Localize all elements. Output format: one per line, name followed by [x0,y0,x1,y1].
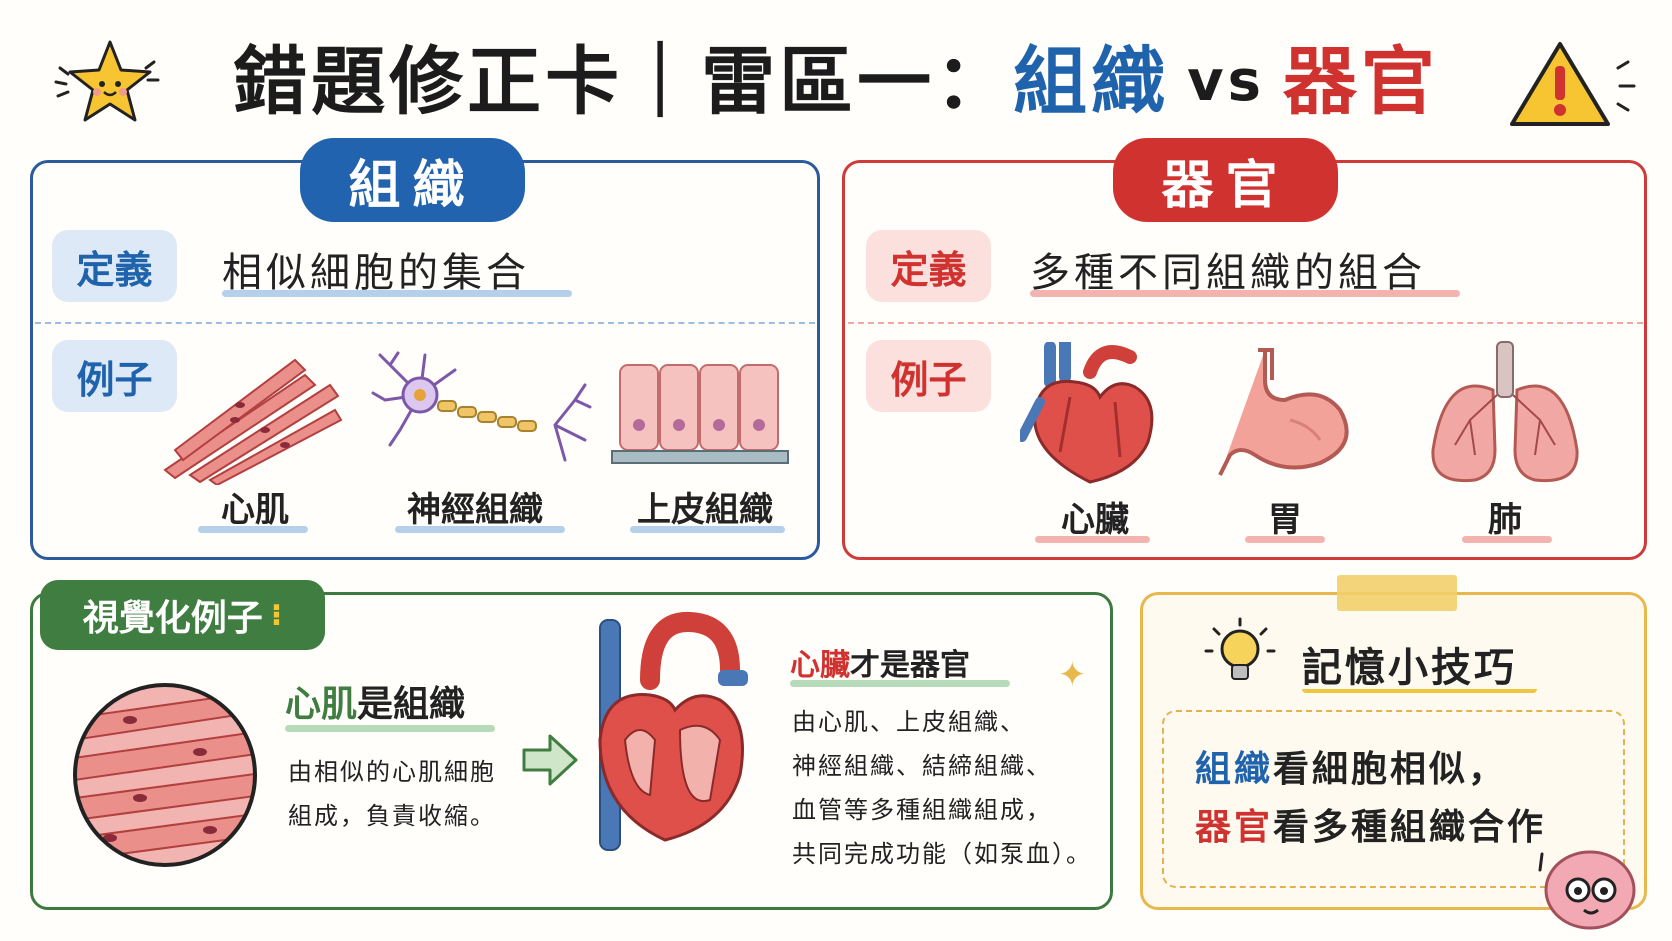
tip-line-1-highlight: 組織 [1195,749,1274,790]
heart-cross-section-icon [580,610,755,860]
tissue-example-underline-3 [630,526,785,533]
brain-mascot-icon [1530,840,1640,936]
tissue-definition: 相似細胞的集合 [222,250,530,296]
stomach-icon [1210,345,1360,485]
memory-tip-line-2: 器官看多種組織合作 [1195,798,1546,850]
organ-example-tag: 例子 [866,340,991,412]
tip-line-2-rest: 看多種組織合作 [1273,807,1547,848]
tissue-example-label-2: 神經組織 [407,490,543,530]
heart-desc-line-3: 血管等多種組織組成， [792,796,1052,824]
muscle-desc-line-2: 組成，負責收縮。 [288,802,496,830]
heart-desc-line-2: 神經組織、結締組織、 [792,752,1052,780]
heart-title-highlight: 心臟 [790,648,850,683]
title-vs: vs [1187,49,1265,114]
organ-example-label-3: 肺 [1488,500,1522,540]
tip-line-1-rest: 看細胞相似， [1273,749,1508,790]
muscle-title-underline [285,725,495,732]
organ-example-underline-1 [1035,536,1150,543]
muscle-title-highlight: 心肌 [285,684,358,725]
tissue-divider [35,322,815,324]
tissue-example-underline-1 [198,526,308,533]
organ-header: 器官 [1113,138,1338,222]
muscle-title-rest: 是組織 [357,684,466,725]
heart-description: 由心肌、上皮組織、 神經組織、結締組織、 血管等多種組織組成， 共同完成功能（如… [792,700,1092,876]
heart-caption-title: 心臟才是器官 [790,640,970,684]
memory-tip-title: 記憶小技巧 [1302,645,1517,691]
heart-desc-line-4: 共同完成功能（如泵血）。 [792,840,1092,868]
tissue-definition-tag: 定義 [52,230,177,302]
organ-definition: 多種不同組織的組合 [1030,250,1426,296]
tissue-example-label-1: 心肌 [221,490,289,530]
tissue-definition-underline [222,290,572,297]
arrow-right-icon [520,730,580,790]
sparkle-stars-icon: ✦ [1058,655,1087,695]
title-prefix: 錯題修正卡｜雷區一： [233,39,1014,125]
visual-example-tag-text: 視覺化例子 [82,598,263,639]
tissue-header: 組織 [300,138,525,222]
heart-desc-line-1: 由心肌、上皮組織、 [792,708,1026,736]
tape-decoration [1337,575,1457,611]
tissue-example-underline-2 [395,526,565,533]
tissue-example-tag: 例子 [52,340,177,412]
warning-icon [1500,38,1640,133]
memory-tip-line-1: 組織看細胞相似， [1195,740,1507,792]
page-title: 錯題修正卡｜雷區一： 組織 vs 器官 [0,22,1672,142]
heart-title-rest: 才是器官 [850,648,970,683]
memory-tip-box [1162,710,1625,888]
muscle-desc-line-1: 由相似的心肌細胞 [288,758,496,786]
memory-tip-title-underline [1302,685,1537,693]
organ-definition-underline [1030,290,1460,297]
cardiac-muscle-closeup-icon [70,680,260,870]
organ-definition-tag: 定義 [866,230,991,302]
sparkle-icon: ⁝ [270,597,283,633]
muscle-description: 由相似的心肌細胞 組成，負責收縮。 [288,750,496,838]
tissue-example-label-3: 上皮組織 [637,490,773,530]
title-tissue: 組織 [1013,39,1170,125]
visual-example-tag: 視覺化例子 ⁝ [40,580,325,650]
tip-line-2-highlight: 器官 [1195,807,1274,848]
heart-title-underline [790,680,1010,687]
lightbulb-icon [1200,615,1280,695]
organ-example-underline-3 [1462,536,1552,543]
organ-example-label-2: 胃 [1268,500,1302,540]
epithelial-tissue-icon [610,355,790,470]
lungs-icon [1425,340,1585,490]
title-organ: 器官 [1282,39,1439,125]
organ-divider [848,322,1643,324]
organ-example-label-1: 心臟 [1061,500,1129,540]
heart-icon [1017,336,1160,492]
organ-example-underline-2 [1245,536,1325,543]
neuron-icon [370,345,595,475]
cardiac-muscle-icon [155,350,345,487]
star-mascot-icon [42,34,162,134]
muscle-caption-title: 心肌是組織 [285,675,465,727]
